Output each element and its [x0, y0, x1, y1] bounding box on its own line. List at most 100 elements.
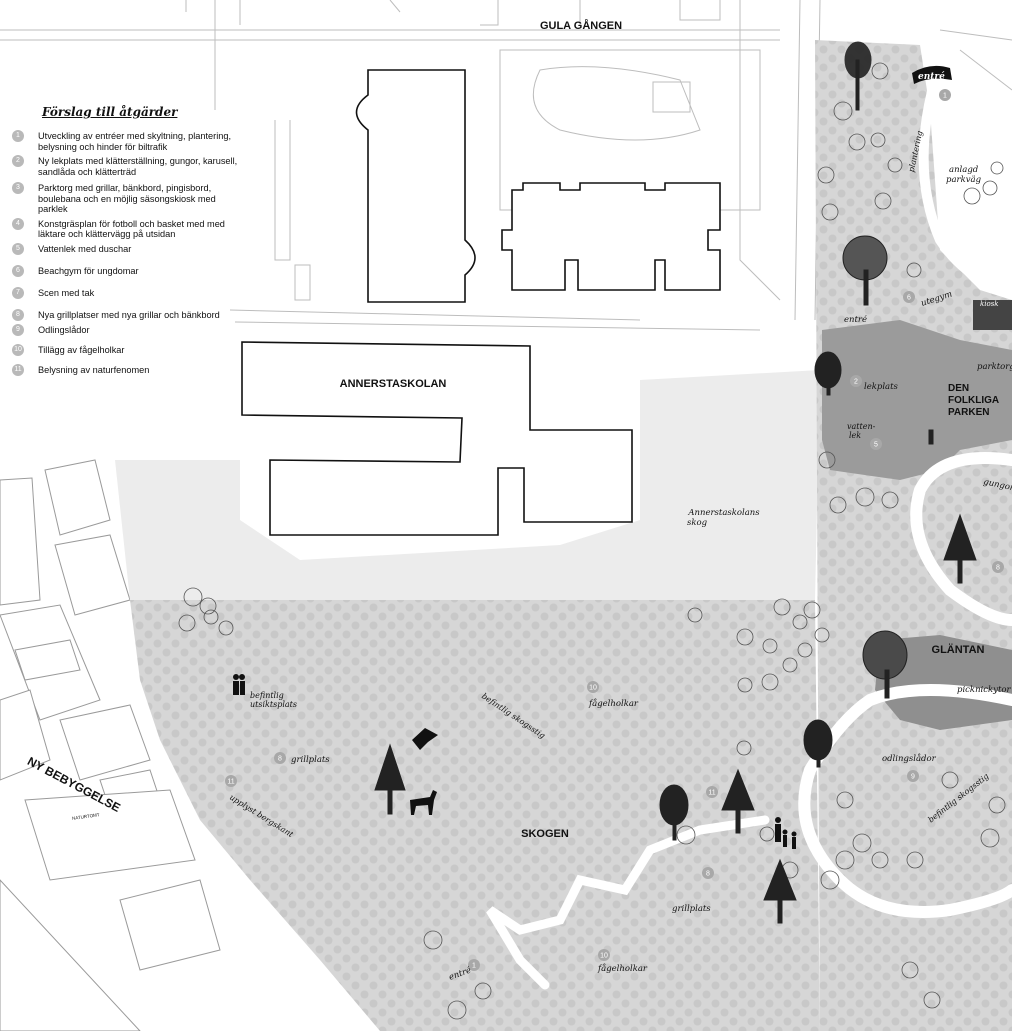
legend-number-badge: 11 — [12, 363, 24, 376]
kiosk: kiosk — [973, 300, 1012, 330]
legend-item-text: Utveckling av entréer med skyltning, pla… — [38, 131, 232, 152]
legend-item-8: 8 Nya grillplatser med nya grillar och bä… — [12, 308, 240, 321]
tree-symbols — [178, 62, 1006, 1020]
street-gula-gangen: GULA GÅNGEN — [540, 19, 622, 32]
marker-1-ne: 1 — [939, 89, 951, 101]
legend-item-6: 6 Beachgym för ungdomar — [12, 264, 240, 277]
legend-item-text: Ny lekplats med klätterställning, gungor… — [38, 156, 238, 177]
folkliga-line2: FOLKLIGA — [948, 395, 999, 406]
legend-item-text: Konstgräsplan för fotboll och basket med… — [38, 218, 225, 240]
label-parktorg: parktorg — [977, 362, 1012, 372]
naturtomt-label: NATURTOMT — [72, 812, 100, 821]
svg-text:6: 6 — [907, 295, 911, 302]
folkliga-line1: DEN — [948, 383, 969, 394]
legend-panel: Förslag till åtgärder 1 Utveckling av ent… — [12, 105, 240, 385]
marker-8-south: 8 — [702, 867, 714, 879]
label-grillplats-west: grillplats — [291, 755, 330, 765]
folkliga-parken-plaza — [822, 320, 1012, 480]
svg-text:10: 10 — [589, 685, 597, 692]
west-housing-blocks — [0, 459, 221, 1031]
skogen-area — [130, 600, 820, 1031]
marker-6: 6 — [903, 291, 915, 303]
legend-item-text: Odlingslådor — [38, 324, 90, 335]
legend-number-badge: 10 — [12, 343, 24, 356]
legend-item-1: 1 Utveckling av entréer med skyltning, pl… — [12, 130, 240, 152]
svg-text:entré: entré — [918, 71, 945, 82]
legend-number-badge: 2 — [12, 155, 24, 167]
svg-text:8: 8 — [996, 565, 1000, 572]
legend-item-3: 3 Parktorg med grillar, bänkbord, pingisb… — [12, 182, 240, 215]
svg-text:11: 11 — [227, 779, 234, 786]
legend-number-badge: 5 — [12, 242, 24, 255]
legend-item-text: Parktorg med grillar, bänkbord, pingisbo… — [38, 183, 216, 214]
legend-item-text: Tillägg av fågelholkar — [38, 344, 125, 355]
marker-5: 5 — [870, 438, 882, 450]
legend-number-badge: 9 — [12, 323, 24, 336]
legend-item-11: 11 Belysning av naturfenomen — [12, 363, 240, 376]
figures — [233, 674, 797, 849]
label-entre-east: entré — [844, 314, 867, 325]
legend-number-badge: 3 — [12, 182, 24, 194]
marker-9: 9 — [907, 770, 919, 782]
svg-text:9: 9 — [911, 774, 915, 781]
folkliga-line3: PARKEN — [948, 407, 989, 418]
label-fagelholkar-north: fågelholkar — [588, 697, 639, 709]
label-grillplats-south: grillplats — [672, 904, 711, 914]
legend-item-text: Belysning av naturfenomen — [38, 364, 150, 375]
svg-text:1: 1 — [943, 93, 947, 100]
svg-text:1: 1 — [472, 963, 476, 970]
label-parkvag: parkväg — [946, 175, 982, 185]
svg-text:11: 11 — [708, 790, 715, 797]
legend-item-text: Beachgym för ungdomar — [38, 265, 139, 276]
legend-item-9: 9 Odlingslådor — [12, 323, 240, 336]
label-fagelholkar-south: fågelholkar — [597, 962, 648, 974]
marker-11-mid: 11 — [706, 786, 718, 798]
marker-10-north: 10 — [587, 681, 599, 693]
legend-number-badge: 7 — [12, 286, 24, 299]
tree-illustrations — [374, 41, 977, 924]
label-vattenlek-1: vatten- — [847, 422, 876, 431]
legend-item-text: Scen med tak — [38, 287, 95, 298]
marker-10-south: 10 — [598, 949, 610, 961]
school-buildings — [241, 69, 721, 536]
label-utsikt-1: befintlig — [250, 691, 284, 700]
label-vattenlek-2: lek — [849, 431, 861, 440]
markers: 1 6 2 5 8 10 8 11 11 9 8 10 1 — [225, 89, 1004, 971]
legend-number-badge: 6 — [12, 264, 24, 277]
label-lekplats: lekplats — [864, 382, 899, 392]
svg-text:8: 8 — [278, 756, 282, 763]
marker-1-south: 1 — [468, 959, 480, 971]
legend-number-badge: 8 — [12, 308, 24, 321]
legend-items: 1 Utveckling av entréer med skyltning, pl… — [12, 130, 240, 376]
legend-number-badge: 1 — [12, 130, 24, 142]
glantan-label: GLÄNTAN — [932, 643, 985, 656]
legend-title: Förslag till åtgärder — [42, 105, 178, 119]
entre-sign: entré — [912, 65, 952, 84]
legend-item-text: Vattenlek med duschar — [38, 243, 132, 254]
label-odlingslador: odlingslådor — [882, 752, 937, 764]
label-school-forest-2: skog — [687, 518, 708, 528]
marker-8-west: 8 — [274, 752, 286, 764]
svg-text:8: 8 — [706, 871, 710, 878]
label-school-forest-1: Annerstaskolans — [687, 508, 760, 518]
legend-item-10: 10 Tillägg av fågelholkar — [12, 343, 240, 356]
legend-number-badge: 4 — [12, 217, 24, 230]
legend-item-5: 5 Vattenlek med duschar — [12, 242, 240, 255]
legend-item-4: 4 Konstgräsplan för fotboll och basket me… — [12, 217, 240, 240]
glantan-plaza — [875, 635, 1012, 730]
skogen-label: SKOGEN — [521, 828, 569, 840]
marker-8-east: 8 — [992, 561, 1004, 573]
label-utsikt-2: utsiktsplats — [250, 700, 297, 709]
svg-text:5: 5 — [874, 442, 878, 449]
school-label: ANNERSTASKOLAN — [340, 378, 447, 390]
legend-item-text: Nya grillplatser med nya grillar och bän… — [38, 309, 220, 320]
label-picknickytor: picknickytor — [957, 685, 1012, 695]
marker-2: 2 — [850, 375, 862, 387]
svg-text:2: 2 — [854, 379, 858, 386]
school-forest-area — [115, 370, 820, 605]
label-anlagd: anlagd — [949, 165, 979, 175]
legend-item-7: 7 Scen med tak — [12, 286, 240, 299]
legend-item-2: 2 Ny lekplats med klätterställning, gungo… — [12, 155, 240, 177]
